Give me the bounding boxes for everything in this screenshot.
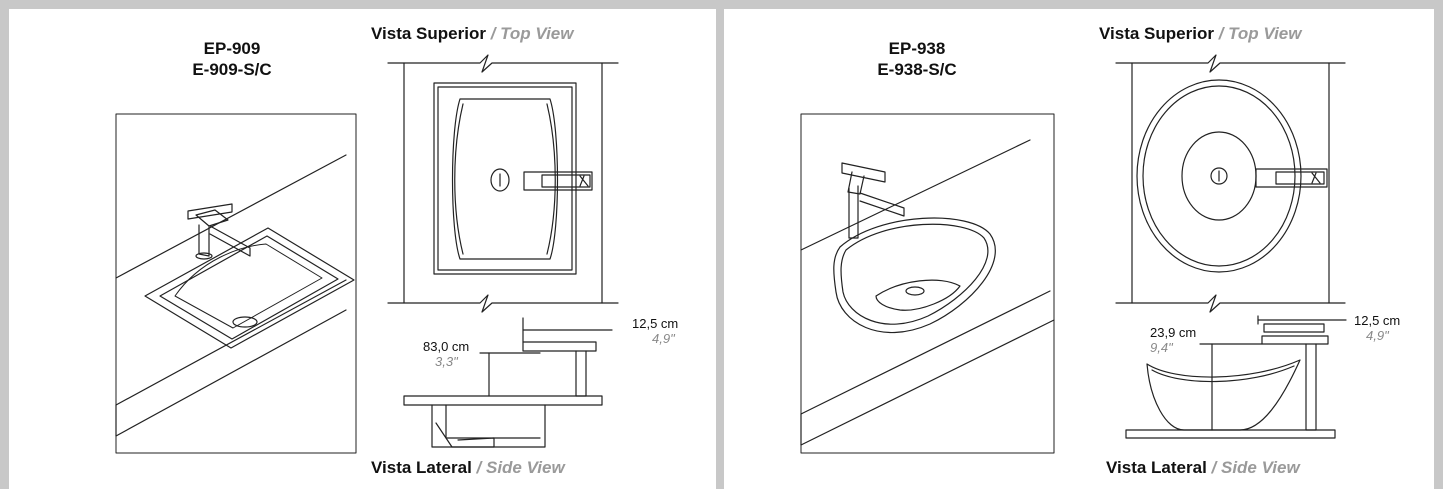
dimension-metric: 12,5 cm [632, 316, 679, 331]
model-line-2: E-909-S/C [192, 60, 272, 79]
top-view-ep938 [1115, 54, 1346, 313]
dimension-metric: 12,5 cm [1354, 313, 1401, 328]
side-view-label: Vista Lateral [1106, 458, 1207, 477]
dimension-faucet-reach: 12,5 cm 4,9" [632, 316, 678, 346]
top-view-title: Vista Superior / Top View [1099, 24, 1302, 44]
top-view-title: Vista Superior / Top View [371, 24, 574, 44]
dimension-metric: 83,0 cm [423, 339, 470, 354]
top-view-label: Vista Superior [371, 24, 486, 43]
side-view-ep909 [403, 317, 613, 448]
model-line-2: E-938-S/C [877, 60, 957, 79]
dimension-imperial: 4,9" [1366, 328, 1389, 343]
panel-divider [716, 0, 724, 489]
dimension-metric: 23,9 cm [1150, 325, 1197, 340]
dimension-bowl-height: 23,9 cm 9,4" [1150, 325, 1196, 355]
top-view-label: Vista Superior [1099, 24, 1214, 43]
model-code-ep938: EP-938 E-938-S/C [817, 38, 1017, 80]
dimension-imperial: 9,4" [1150, 340, 1173, 355]
side-view-title: Vista Lateral / Side View [1106, 458, 1300, 478]
side-view-label: Vista Lateral [371, 458, 472, 477]
model-line-1: EP-938 [888, 39, 946, 58]
model-line-1: EP-909 [203, 39, 261, 58]
side-view-ep938 [1125, 315, 1347, 439]
side-view-title: Vista Lateral / Side View [371, 458, 565, 478]
side-view-label-en: / Side View [476, 458, 565, 477]
dimension-imperial: 3,3" [435, 354, 458, 369]
top-view-label-en: / Top View [1218, 24, 1302, 43]
model-code-ep909: EP-909 E-909-S/C [132, 38, 332, 80]
dimension-faucet-reach: 12,5 cm 4,9" [1354, 313, 1400, 343]
perspective-view-ep909 [115, 113, 357, 454]
side-view-label-en: / Side View [1211, 458, 1300, 477]
top-view-ep909 [387, 54, 619, 313]
dimension-basin-depth: 83,0 cm 3,3" [423, 339, 469, 369]
top-view-label-en: / Top View [490, 24, 574, 43]
dimension-imperial: 4,9" [652, 331, 675, 346]
perspective-view-ep938 [800, 113, 1055, 454]
